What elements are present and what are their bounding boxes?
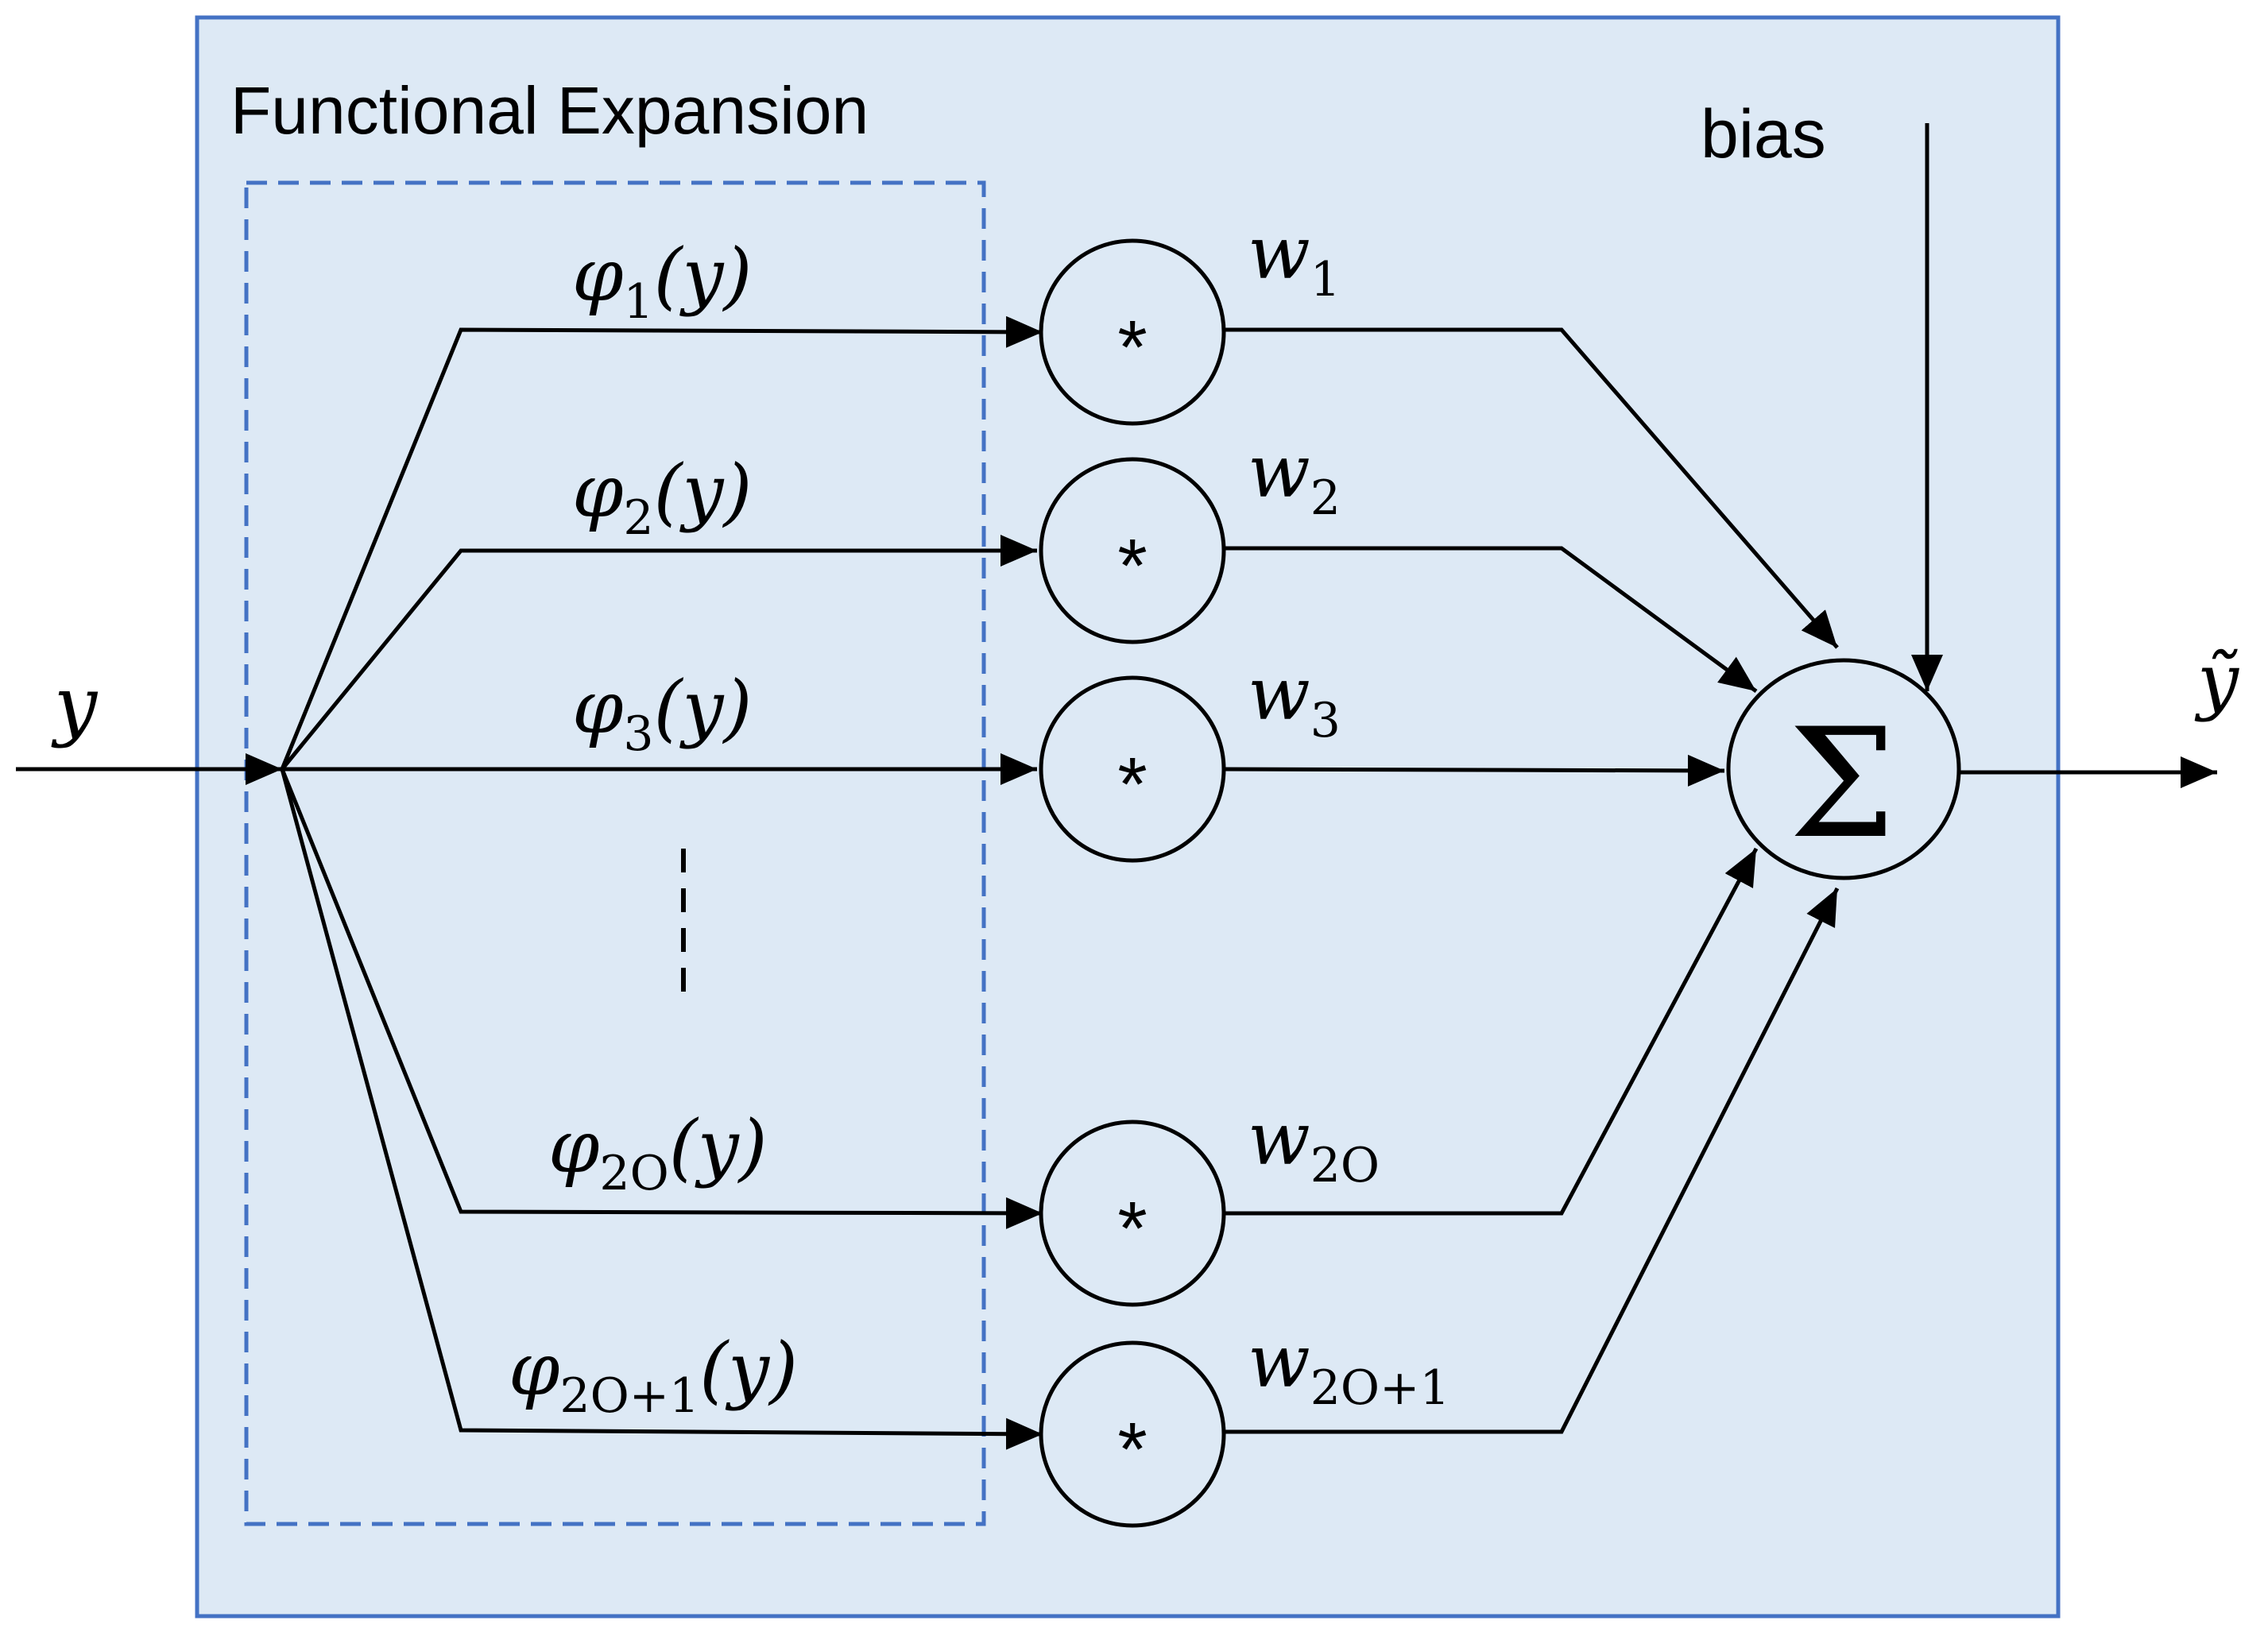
- multiplier-node-2o1: *: [1039, 1340, 1226, 1528]
- input-label: y: [51, 660, 99, 749]
- phi-base: φ: [509, 1327, 560, 1412]
- phi-arg: (y): [654, 449, 753, 534]
- w-sub: 2O+1: [1310, 1360, 1450, 1416]
- phi-arg: (y): [699, 1327, 798, 1412]
- phi-sub: 3: [623, 706, 653, 762]
- multiplier-node-2: *: [1039, 457, 1226, 644]
- multiplier-node-2o: *: [1039, 1120, 1226, 1307]
- weight-2o-line: [1224, 847, 1759, 1216]
- phi-sub: 2O: [599, 1146, 668, 1201]
- w-base: w: [1248, 1319, 1310, 1404]
- phi-base: φ: [572, 233, 624, 318]
- w-base: w: [1248, 429, 1310, 514]
- multiply-symbol: *: [1117, 305, 1147, 390]
- weight-3-line: [1223, 754, 1725, 787]
- weight-1-line: [1224, 327, 1839, 649]
- phi-label-2: φ2(y): [572, 449, 752, 546]
- phi-sub: 2O+1: [559, 1368, 699, 1424]
- sum-symbol: Σ: [1789, 696, 1895, 872]
- phi-label-2o: φ2O(y): [548, 1104, 768, 1201]
- multiply-symbol: *: [1117, 1186, 1147, 1271]
- phi-base: φ: [572, 665, 624, 750]
- phi-arg: (y): [654, 665, 753, 750]
- weight-2-line: [1224, 546, 1758, 694]
- w-sub: 2: [1310, 470, 1341, 526]
- weight-label-1: w1: [1248, 211, 1341, 307]
- phi-label-3: φ3(y): [572, 665, 752, 762]
- weight-label-3: w3: [1248, 652, 1341, 748]
- branch-2o1-line: [280, 768, 1043, 1450]
- phi-base: φ: [548, 1104, 600, 1189]
- phi-base: φ: [572, 449, 624, 534]
- output-label: ỹ: [2194, 638, 2239, 723]
- w-base: w: [1248, 652, 1310, 737]
- w-base: w: [1248, 1096, 1310, 1182]
- weight-label-2o1: w2O+1: [1248, 1319, 1450, 1416]
- phi-arg: (y): [669, 1104, 768, 1189]
- w-sub: 1: [1310, 252, 1341, 307]
- phi-sub: 2: [623, 490, 653, 546]
- expansion-dashed-box: [244, 180, 986, 1526]
- summation-node: Σ: [1726, 658, 1961, 880]
- phi-label-1: φ1(y): [572, 233, 752, 330]
- branch-2-line: [281, 535, 1037, 771]
- multiply-symbol: *: [1117, 524, 1147, 609]
- weight-2o1-line: [1224, 887, 1840, 1434]
- weight-label-2o: w2O: [1248, 1096, 1380, 1193]
- bias-label: bias: [1701, 96, 1826, 172]
- multiplier-node-1: *: [1039, 238, 1226, 426]
- w-base: w: [1248, 211, 1310, 296]
- functional-expansion-title: Functional Expansion: [230, 73, 869, 148]
- branch-1-line: [280, 315, 1043, 770]
- branch-2o-line: [280, 768, 1043, 1229]
- phi-sub: 1: [623, 274, 653, 330]
- phi-arg: (y): [654, 233, 753, 318]
- multiply-symbol: *: [1117, 1407, 1147, 1492]
- w-sub: 2O: [1310, 1138, 1380, 1193]
- w-sub: 3: [1310, 693, 1341, 748]
- phi-label-2o1: φ2O+1(y): [509, 1327, 798, 1424]
- multiplier-node-3: *: [1039, 675, 1226, 863]
- multiply-symbol: *: [1117, 742, 1147, 827]
- weight-label-2: w2: [1248, 429, 1341, 526]
